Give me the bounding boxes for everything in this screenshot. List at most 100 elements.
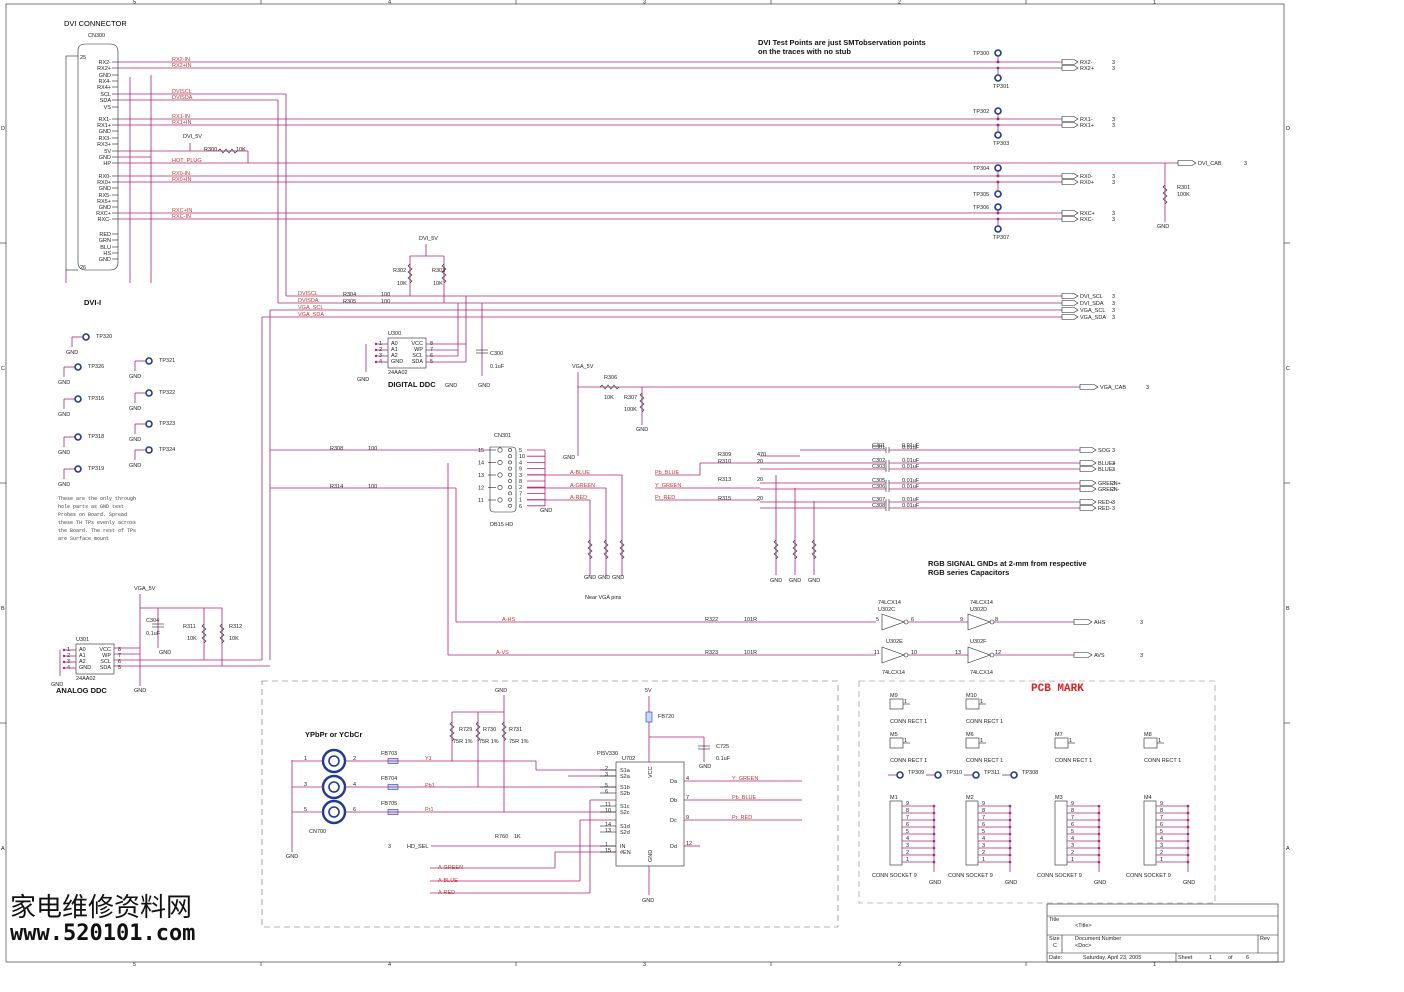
svg-text:75R 1%: 75R 1%	[509, 739, 529, 745]
output-port-label: GREEN-	[1098, 487, 1120, 493]
u301-chip	[75, 643, 115, 675]
note-line: These are the only through	[58, 496, 136, 502]
dvi-pin-label: RXC+	[96, 211, 111, 217]
dvi5v-label: DVI_5V	[183, 134, 202, 140]
tb-sheet-label: Sheet	[1178, 955, 1193, 961]
a-green-ypbpr: A-GREEN	[438, 865, 463, 871]
zone-col-3-bottom: 3	[643, 962, 646, 968]
ypbpr-label: YPbPr or YCbCr	[305, 730, 362, 739]
dvi-net-wires	[65, 61, 1178, 318]
svg-text:R730: R730	[483, 727, 496, 733]
db15-label: DB15 HD	[490, 522, 513, 528]
dvi-pin-label: RX5-	[98, 193, 111, 199]
zone-col-5: 5	[133, 0, 136, 6]
output-port-label: RX0+	[1080, 180, 1094, 186]
dvi-i-label: DVI-I	[84, 298, 101, 307]
analog-ddc-label: ANALOG DDC	[56, 686, 107, 695]
zone-col-1-bottom: 1	[1153, 962, 1156, 968]
zone-row-c: C	[1, 366, 5, 372]
c304-value: 0.1uF	[146, 631, 161, 637]
test-point-label: TP304	[973, 166, 989, 172]
eeprom-pin-label: WP	[102, 653, 111, 659]
eeprom-pin-label: VCC	[411, 341, 423, 347]
test-point-icon	[934, 771, 942, 779]
output-port-sheet: 3	[1112, 308, 1115, 314]
svg-text:5: 5	[906, 829, 909, 835]
cap-value: 0.01uF	[902, 497, 920, 503]
pcb-part-ref: M10	[966, 693, 977, 699]
near-vga-label: Near VGA pins	[585, 595, 622, 601]
zone-row-d-right: D	[1286, 126, 1290, 132]
test-point-label: TP300	[973, 51, 989, 57]
output-port-sheet: 3	[1146, 385, 1149, 391]
u702-pin-number: 4	[686, 776, 689, 782]
test-point-icon	[74, 433, 82, 441]
tb-rev-label: Rev	[1260, 936, 1270, 942]
output-port-icon	[1073, 619, 1093, 625]
svg-text:3: 3	[388, 844, 391, 850]
output-port-icon	[1061, 307, 1079, 313]
zone-row-d: D	[1, 126, 5, 132]
test-point-icon	[994, 190, 1002, 198]
dvi-pin-label: RXC-	[98, 217, 112, 223]
svg-text:GND: GND	[129, 463, 141, 469]
rca-jack-icon	[321, 748, 347, 774]
eeprom-pin-label: A1	[391, 347, 398, 353]
svg-text:GND: GND	[699, 764, 711, 770]
svg-text:0.01uF: 0.01uF	[902, 443, 920, 449]
dvi-pin-label: RX3+	[97, 142, 111, 148]
tb-size-label: Size	[1049, 936, 1060, 942]
r301-gnd: GND	[1157, 224, 1169, 230]
tb-doc-value: <Doc>	[1075, 943, 1091, 949]
u702-pin-label: Dd	[670, 844, 677, 850]
a-vs-net: A-VS	[496, 650, 509, 656]
test-point-label: TP319	[88, 466, 104, 472]
dvi-pin-label: 5V	[104, 149, 111, 155]
fb704-ref: FB704	[381, 776, 397, 782]
test-point-icon	[1010, 771, 1018, 779]
u702-pin-number: 9	[686, 815, 689, 821]
svg-text:DVISDA: DVISDA	[298, 298, 319, 304]
db15-pin-number: 13	[478, 473, 484, 479]
vga-db15-body	[489, 446, 517, 513]
dvi-net-label: RX0+IN	[172, 177, 191, 183]
svg-text:GND: GND	[129, 406, 141, 412]
output-port-icon	[1061, 300, 1079, 306]
pcb-part-ref: M7	[1055, 732, 1063, 738]
conn-rect-icon	[1054, 737, 1069, 749]
svg-text:25: 25	[80, 55, 86, 61]
svg-text:GND: GND	[1094, 880, 1106, 886]
svg-text:75R 1%: 75R 1%	[479, 739, 499, 745]
u702-pin-label: Db	[670, 798, 677, 804]
svg-text:1: 1	[1160, 857, 1163, 863]
lcx-label-1: 74LCX14	[878, 600, 901, 606]
cap-ref: C306	[872, 484, 885, 490]
test-point-label: TP322	[159, 390, 175, 396]
pcb-part-ref: M6	[966, 732, 974, 738]
output-port-sheet: 3	[1112, 481, 1115, 487]
pr-red-out: Pr_RED	[732, 815, 752, 821]
pb-blue-net: Pb_BLUE	[655, 470, 679, 476]
svg-text:GND: GND	[648, 850, 654, 862]
r300-symbol	[217, 148, 238, 154]
dvi-test-note-1: DVI Test Points are just SMTobservation …	[758, 38, 926, 47]
svg-text:R310: R310	[718, 459, 731, 465]
output-port-label: VGA_SDA	[1080, 315, 1106, 321]
u302f-ref: U302F	[970, 639, 987, 645]
c300-ref: C300	[490, 351, 503, 357]
dvi-pin-label: RX1-	[98, 117, 111, 123]
dvi-connector-title: DVI CONNECTOR	[64, 19, 127, 28]
cap-value: 0.01uF	[902, 484, 920, 490]
svg-text:1: 1	[982, 857, 985, 863]
dvi-pin-label: BLU	[100, 245, 111, 251]
output-port-icon	[1079, 447, 1097, 453]
u702-pin-number: 12	[686, 841, 692, 847]
zone-col-1: 1	[1153, 0, 1156, 6]
zone-col-2: 2	[898, 0, 901, 6]
r306-ref: R306	[604, 375, 617, 381]
u702-pin-label: S1a	[620, 768, 631, 774]
c300-gnd: GND	[478, 383, 490, 389]
zone-col-3: 3	[643, 0, 646, 6]
tb-date-label: Date:	[1049, 955, 1063, 961]
